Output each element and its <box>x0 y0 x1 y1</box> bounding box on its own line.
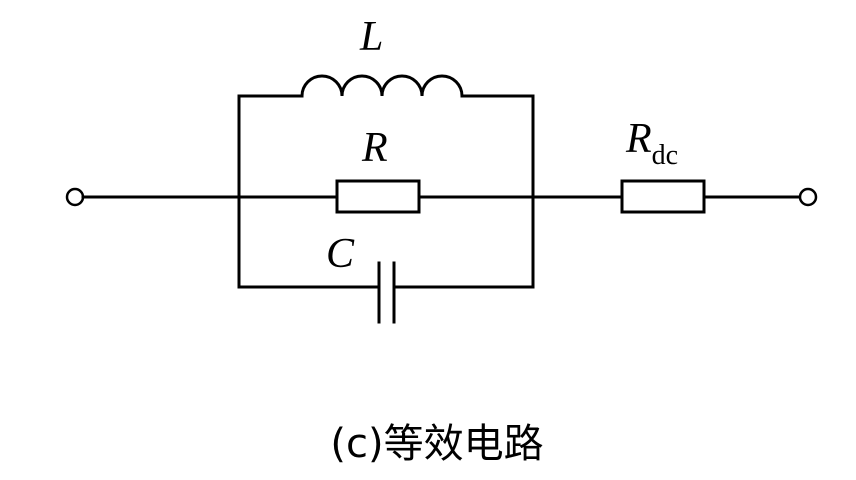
inductor-label: L <box>359 14 383 60</box>
series-resistor-label: Rdc <box>625 116 678 171</box>
inductor-coil <box>300 74 464 98</box>
left-terminal <box>65 187 85 207</box>
series-resistor-body <box>620 179 706 214</box>
capacitor-label: C <box>326 231 355 277</box>
series-resistor-label-main: R <box>625 116 652 162</box>
resistor-body <box>335 179 421 214</box>
figure-caption: (c)等效电路 <box>330 421 543 467</box>
series-resistor-label-subscript: dc <box>652 140 678 171</box>
right-terminal <box>798 187 818 207</box>
resistor-label: R <box>361 125 388 171</box>
